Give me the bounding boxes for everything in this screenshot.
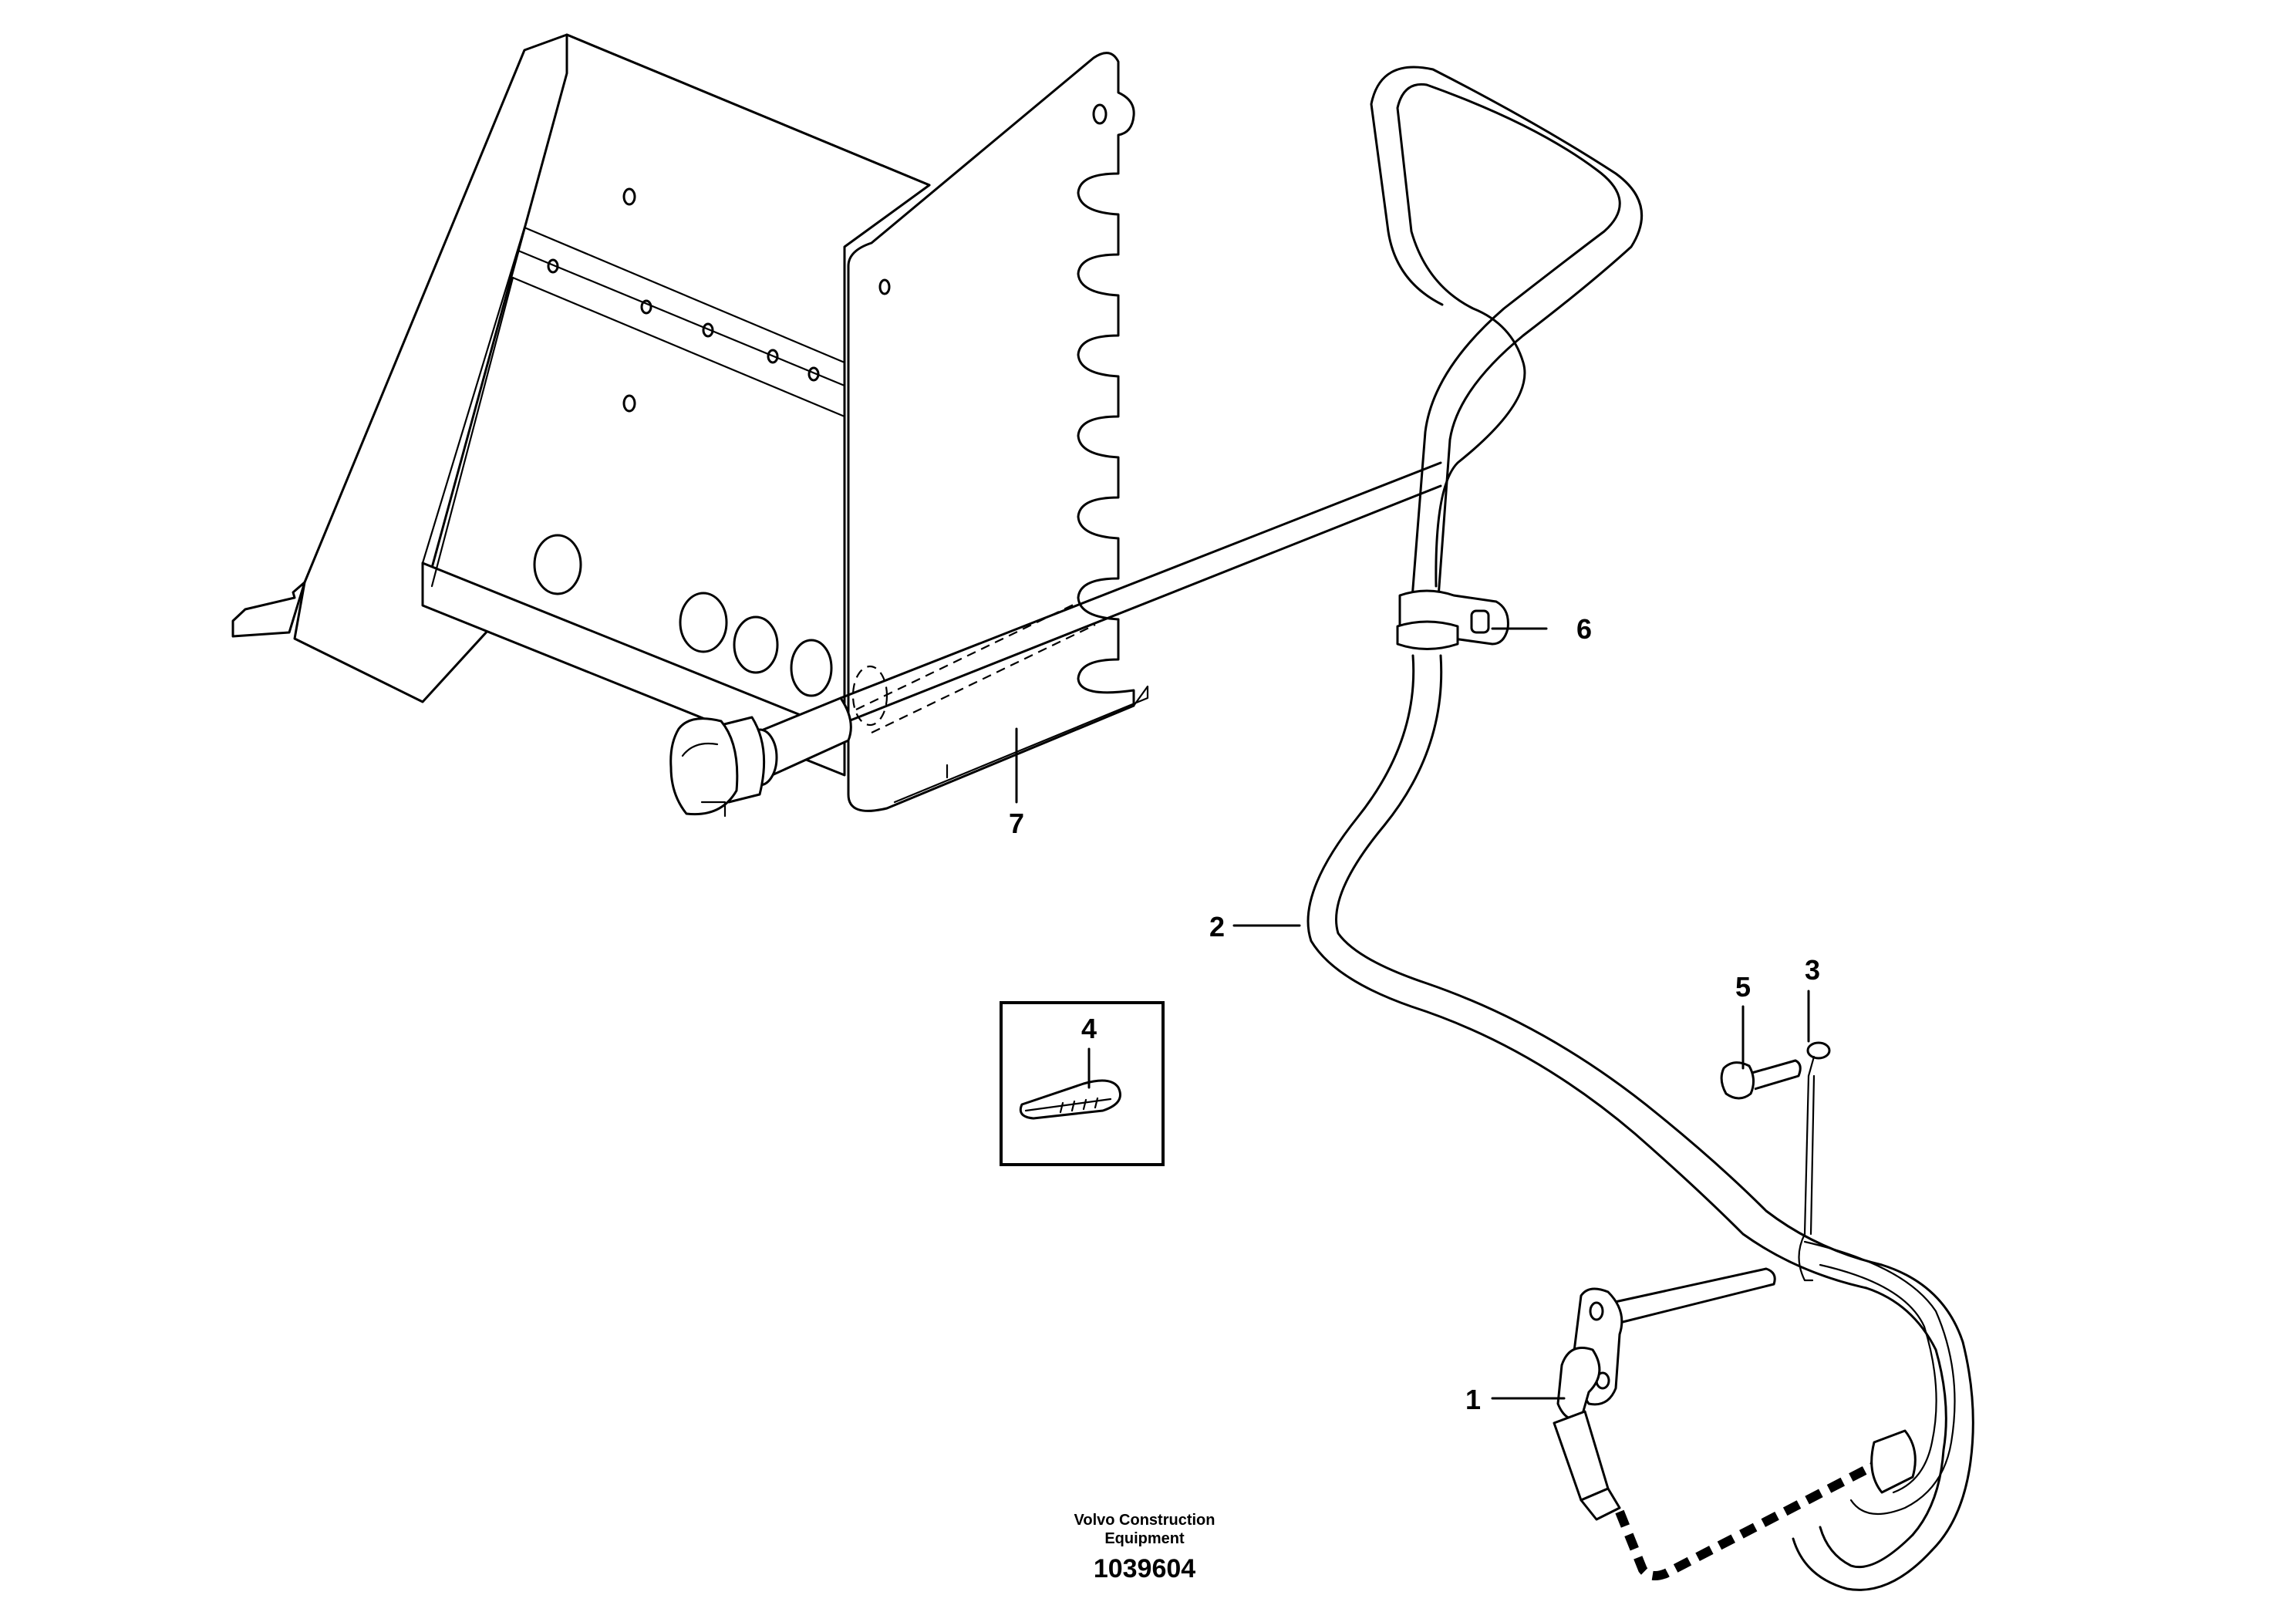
inset-box	[1000, 1001, 1165, 1166]
company-name-line2: Equipment	[1104, 1530, 1185, 1547]
leader-lines	[1015, 627, 1810, 1400]
dipstick	[1798, 1041, 1831, 1282]
bracket-plate	[847, 52, 1149, 812]
dipstick-fitting	[1553, 1267, 1917, 1581]
mounting-panel	[231, 33, 931, 777]
callout-3: 3	[1805, 954, 1820, 986]
filler-tube	[839, 461, 1442, 733]
drawing-number: 1039604	[1094, 1554, 1195, 1583]
oil-pipe	[1306, 66, 1974, 1591]
pipe-clamp	[1396, 589, 1509, 650]
callout-2: 2	[1209, 911, 1225, 943]
callout-7: 7	[1009, 808, 1024, 839]
callout-6: 6	[1576, 613, 1592, 645]
callout-4: 4	[1081, 1013, 1097, 1044]
callout-1: 1	[1465, 1384, 1481, 1415]
bolt	[1720, 1059, 1802, 1100]
filler-cap	[669, 696, 852, 818]
callout-5: 5	[1735, 971, 1751, 1003]
cable-tie-icon	[1019, 1079, 1121, 1120]
company-name-line1: Volvo Construction	[1074, 1512, 1215, 1529]
